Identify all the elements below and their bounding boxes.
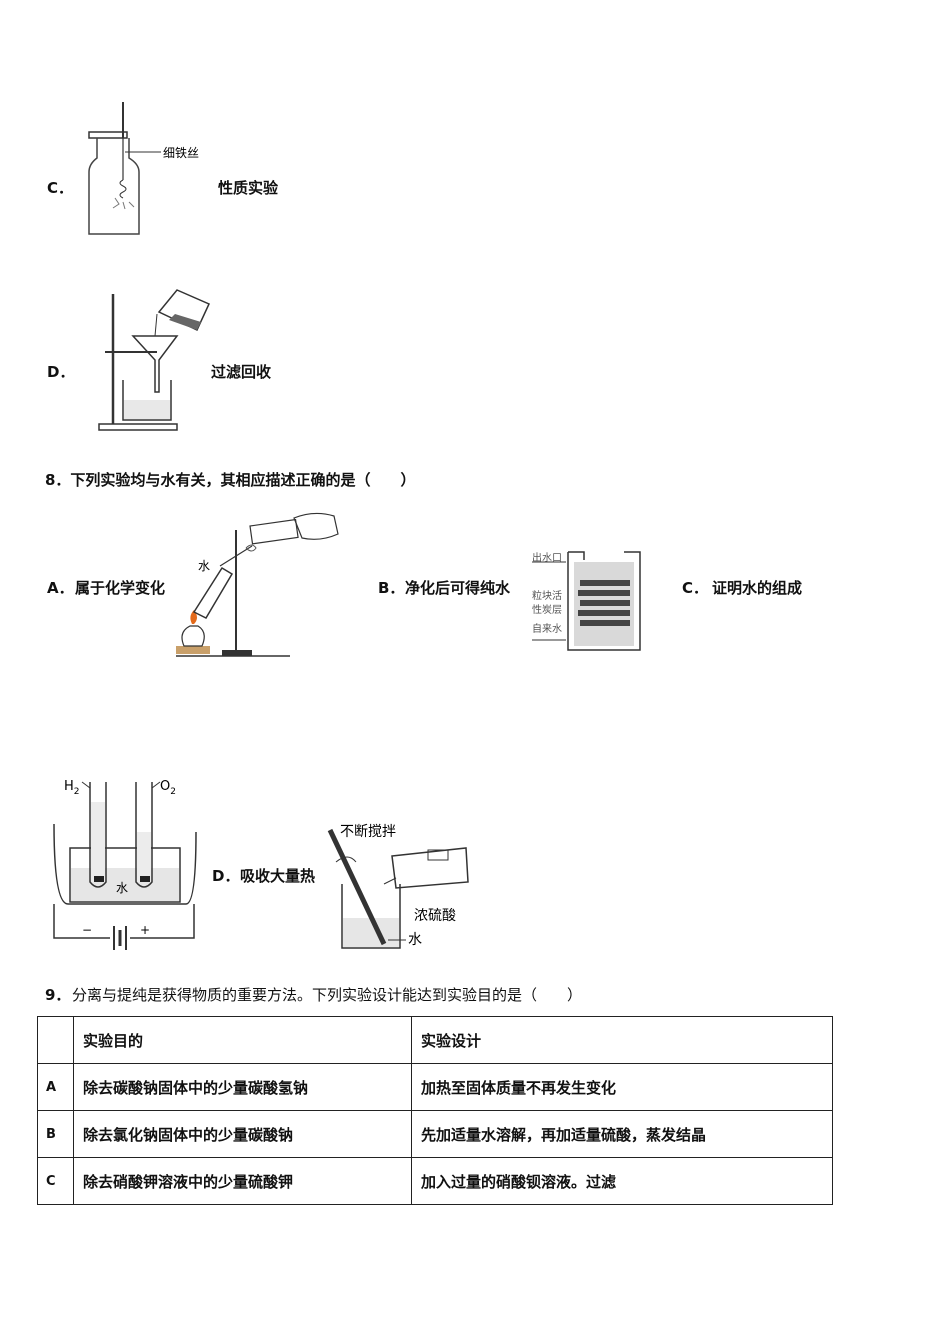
electrolysis-water-label: 水 <box>116 881 128 895</box>
q8-option-a-letter: A． <box>47 579 74 597</box>
row-goal: 除去硝酸钾溶液中的少量硫酸钾 <box>73 1157 412 1205</box>
q8-option-d-text: 吸收大量热 <box>240 867 316 885</box>
carbon-label-2: 性炭层 <box>532 603 562 616</box>
minus-label: − <box>82 923 92 937</box>
row-goal: 除去氯化钠固体中的少量碳酸钠 <box>73 1110 412 1158</box>
q8-option-b-text: 净化后可得纯水 <box>405 579 511 597</box>
iron-wire-label: 细铁丝 <box>163 146 199 160</box>
row-key: B <box>37 1110 74 1158</box>
heating-water-figure: 水 <box>176 512 339 657</box>
row-goal: 除去碳酸钠固体中的少量碳酸氢钠 <box>73 1063 412 1111</box>
water-label: 水 <box>198 559 210 573</box>
water-outlet-label: 出水口 <box>532 551 562 564</box>
water-label-d: 水 <box>408 932 422 948</box>
option-c-letter: C． <box>47 179 74 197</box>
question-9-stem: 分离与提纯是获得物质的重要方法。下列实验设计能达到实验目的是（ ） <box>72 986 583 1004</box>
filtration-figure <box>98 289 211 431</box>
iron-wire-jar-figure: 细铁丝 <box>88 102 199 235</box>
dilution-figure: 不断搅拌 浓硫酸 水 <box>327 824 469 949</box>
table-header-row: 实验目的 实验设计 <box>37 1016 833 1064</box>
row-design: 加热至固体质量不再发生变化 <box>411 1063 833 1111</box>
sulfuric-acid-label: 浓硫酸 <box>414 908 456 924</box>
table-header-cell: 实验目的 <box>73 1016 412 1064</box>
carbon-filter-figure: 出水口 粒块活 性炭层 自来水 <box>532 551 641 651</box>
q8-option-c-letter: C． <box>682 579 709 597</box>
table-row: B 除去氯化钠固体中的少量碳酸钠 先加适量水溶解，再加适量硫酸，蒸发结晶 <box>37 1110 833 1158</box>
option-d-letter: D． <box>47 363 75 381</box>
table-row: C 除去硝酸钾溶液中的少量硫酸钾 加入过量的硝酸钡溶液。过滤 <box>37 1157 833 1205</box>
table-row: A 除去碳酸钠固体中的少量碳酸氢钠 加热至固体质量不再发生变化 <box>37 1063 833 1111</box>
o2-label: O2 <box>160 779 176 797</box>
q8-option-d-letter: D． <box>212 867 240 885</box>
row-key: A <box>37 1063 74 1111</box>
experiment-table: 实验目的 实验设计 A 除去碳酸钠固体中的少量碳酸氢钠 加热至固体质量不再发生变… <box>37 1016 833 1205</box>
table-header-cell <box>37 1016 74 1064</box>
stir-label: 不断搅拌 <box>340 824 396 840</box>
table-header-cell: 实验设计 <box>411 1016 833 1064</box>
option-d-text: 过滤回收 <box>211 363 272 381</box>
option-c-text: 性质实验 <box>218 179 279 197</box>
tap-water-label: 自来水 <box>532 622 562 635</box>
h2-label: H2 <box>64 779 80 797</box>
plus-label: + <box>140 923 150 937</box>
row-design: 加入过量的硝酸钡溶液。过滤 <box>411 1157 833 1205</box>
question-9-number: 9． <box>45 986 71 1004</box>
q8-option-b-letter: B． <box>378 579 405 597</box>
q8-option-c-text: 证明水的组成 <box>712 579 803 597</box>
electrolysis-figure: H2 O2 水 − + <box>53 779 197 950</box>
row-key: C <box>37 1157 74 1205</box>
question-8-stem: 8．下列实验均与水有关，其相应描述正确的是（ ） <box>45 471 416 489</box>
row-design: 先加适量水溶解，再加适量硫酸，蒸发结晶 <box>411 1110 833 1158</box>
q8-option-a-text: 属于化学变化 <box>75 579 166 597</box>
carbon-label-1: 粒块活 <box>532 589 562 602</box>
